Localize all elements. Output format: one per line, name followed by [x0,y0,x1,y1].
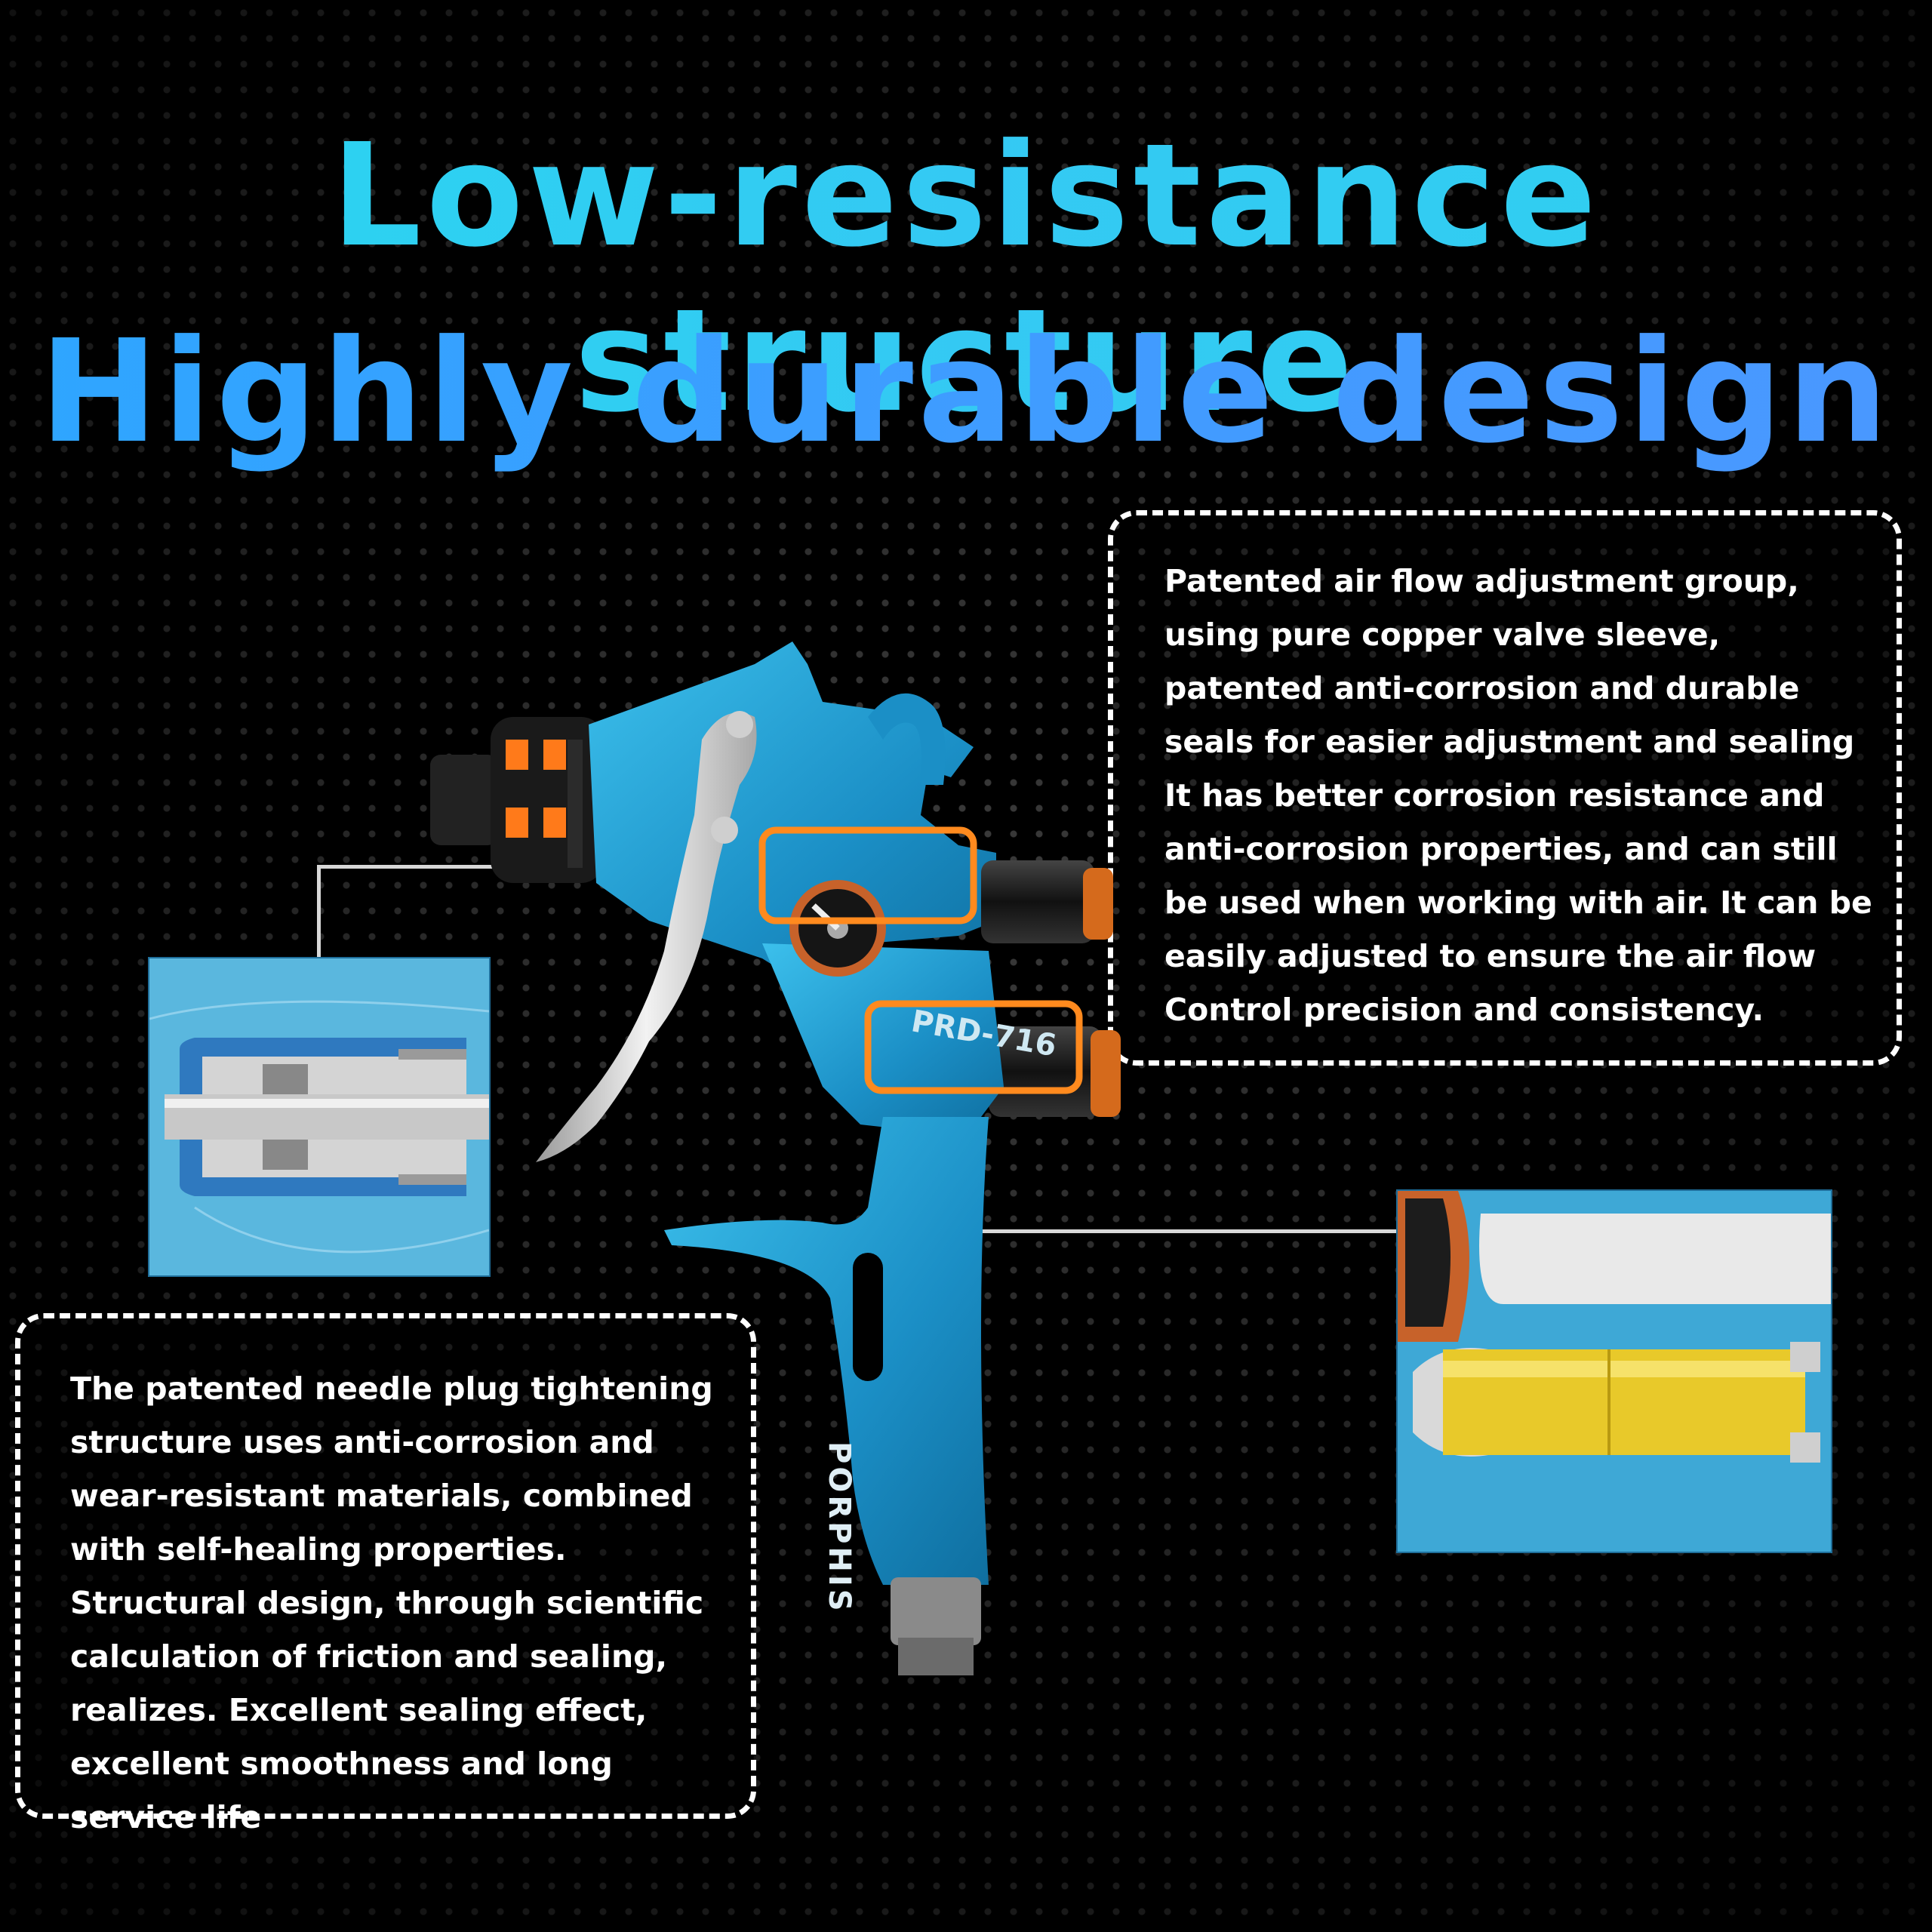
air-adjust-knob [981,860,1094,943]
highlight-frame-air [758,826,977,924]
air-flow-callout: Patented air flow adjustment group, usin… [1108,510,1902,1066]
connector-line-right-h [975,1229,1398,1233]
gun-body-mid [762,943,1004,1132]
air-flow-callout-text: Patented air flow adjustment group, usin… [1164,563,1872,1028]
air-cap [430,717,604,883]
highlight-frame-needle [864,1000,1083,1094]
hang-hook [868,693,946,785]
headline-line-2: Highly durable design [0,309,1932,475]
connector-line-left-v [317,865,321,958]
air-inlet [891,1577,981,1645]
fluid-adjust-knob [989,1026,1102,1117]
needle-plug-cross-section [148,957,491,1277]
needle-plug-callout-text: The patented needle plug tightening stru… [70,1371,713,1835]
needle-plug-callout: The patented needle plug tightening stru… [15,1313,756,1835]
handle [664,1117,989,1585]
spray-gun-illustration [430,641,1121,1675]
trigger [536,712,757,1162]
air-valve-cross-section [1396,1189,1832,1553]
headline-line-1: Low-resistance structure [0,113,1932,444]
brand-label: PORPHIS [822,1441,857,1614]
